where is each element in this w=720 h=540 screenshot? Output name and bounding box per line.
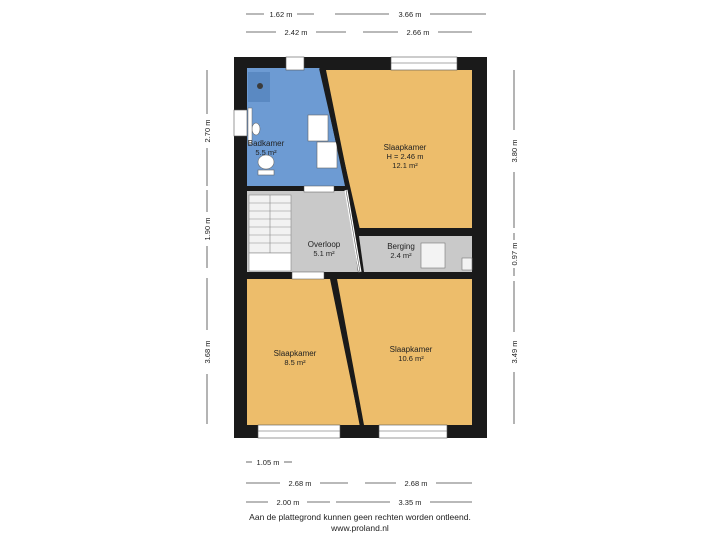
overloop-name: Overloop bbox=[308, 240, 341, 249]
room-slaapkamer-left bbox=[247, 279, 360, 425]
svg-text:2.70 m: 2.70 m bbox=[203, 120, 212, 143]
badkamer-name: Badkamer bbox=[248, 139, 285, 148]
svg-text:3.35 m: 3.35 m bbox=[399, 498, 422, 507]
dimension-top-row1: 1.62 m 3.66 m bbox=[246, 10, 486, 19]
svg-text:3.80 m: 3.80 m bbox=[510, 140, 519, 163]
berging-name: Berging bbox=[387, 242, 415, 251]
windows bbox=[233, 56, 458, 439]
slaapkamer3-name: Slaapkamer bbox=[390, 345, 433, 354]
svg-text:2.68 m: 2.68 m bbox=[289, 479, 312, 488]
svg-text:1.62 m: 1.62 m bbox=[270, 10, 293, 19]
dimension-bottom-row2: 2.68 m 2.68 m bbox=[246, 479, 472, 488]
dimension-bottom-row3: 2.00 m 3.35 m bbox=[246, 498, 472, 507]
room-berging bbox=[359, 236, 472, 272]
slaapkamer1-height: H = 2.46 m bbox=[387, 152, 424, 161]
berging-boiler bbox=[420, 242, 473, 271]
dimension-top-row2: 2.42 m 2.66 m bbox=[246, 28, 472, 37]
slaapkamer2-area: 8.5 m² bbox=[284, 358, 306, 367]
dimension-bottom-row1: 1.05 m bbox=[246, 458, 292, 467]
bathroom-fixtures bbox=[247, 72, 338, 176]
dimension-left: 2.70 m 1.90 m 3.68 m bbox=[203, 70, 212, 424]
staircase bbox=[248, 194, 292, 272]
svg-text:0.97 m: 0.97 m bbox=[510, 243, 519, 266]
svg-text:1.90 m: 1.90 m bbox=[203, 218, 212, 241]
interior-wall-diagonal-bottom bbox=[332, 276, 364, 428]
svg-text:2.68 m: 2.68 m bbox=[405, 479, 428, 488]
slaapkamer2-name: Slaapkamer bbox=[274, 349, 317, 358]
footer-website: www.proland.nl bbox=[331, 523, 389, 533]
svg-text:2.00 m: 2.00 m bbox=[277, 498, 300, 507]
dimension-right: 3.80 m 0.97 m 3.49 m bbox=[510, 70, 519, 424]
overloop-area: 5.1 m² bbox=[313, 249, 335, 258]
badkamer-area: 5.5 m² bbox=[255, 148, 277, 157]
room-slaapkamer-right bbox=[337, 279, 472, 425]
slaapkamer1-name: Slaapkamer bbox=[384, 143, 427, 152]
slaapkamer1-area: 12.1 m² bbox=[392, 161, 418, 170]
slaapkamer3-area: 10.6 m² bbox=[398, 354, 424, 363]
footer-disclaimer: Aan de plattegrond kunnen geen rechten w… bbox=[249, 512, 471, 522]
svg-text:3.68 m: 3.68 m bbox=[203, 341, 212, 364]
svg-text:2.42 m: 2.42 m bbox=[285, 28, 308, 37]
interior-wall-diagonal-top bbox=[319, 67, 360, 231]
svg-text:3.49 m: 3.49 m bbox=[510, 341, 519, 364]
svg-text:2.66 m: 2.66 m bbox=[407, 28, 430, 37]
svg-text:1.05 m: 1.05 m bbox=[257, 458, 280, 467]
svg-text:3.66 m: 3.66 m bbox=[399, 10, 422, 19]
room-slaapkamer-top bbox=[326, 70, 472, 228]
berging-area: 2.4 m² bbox=[390, 251, 412, 260]
